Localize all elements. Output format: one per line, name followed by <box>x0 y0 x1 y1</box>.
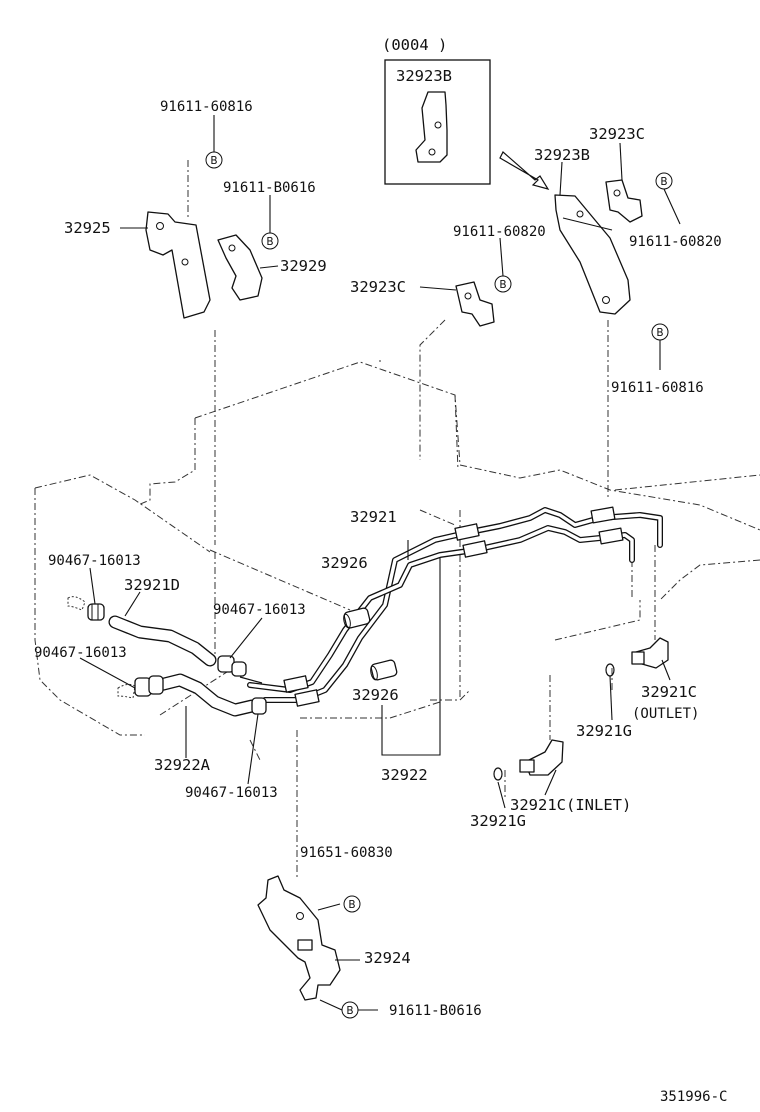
label-90467-16013-c: 90467-16013 <box>34 645 127 661</box>
clamp-32923C-left <box>455 281 495 327</box>
label-32923B-inset: 32923B <box>396 67 452 85</box>
label-32929: 32929 <box>280 257 327 275</box>
leader-lines <box>79 115 681 1011</box>
label-32922A: 32922A <box>154 756 211 774</box>
label-91611-60816-right: 91611-60816 <box>611 380 704 396</box>
label-32921C-outlet: 32921C <box>641 683 697 701</box>
label-outlet: (OUTLET) <box>632 706 699 722</box>
part-labels: 91611-60816 91611-B0616 32925 32929 3292… <box>34 99 727 1105</box>
label-32925: 32925 <box>64 219 111 237</box>
svg-text:B: B <box>656 327 663 339</box>
inset-arrow <box>499 151 550 190</box>
bolt-badge-icon: B <box>205 151 223 169</box>
label-32922: 32922 <box>381 766 428 784</box>
bracket-32925 <box>145 211 211 319</box>
svg-text:B: B <box>499 279 506 291</box>
label-91651-60830: 91651-60830 <box>300 845 393 861</box>
reference-lines <box>159 160 656 880</box>
clamp-32929 <box>217 234 263 301</box>
label-32921C-inlet: 32921C(INLET) <box>510 796 631 814</box>
label-90467-16013-d: 90467-16013 <box>185 785 278 801</box>
bolt-badge-icon: B <box>655 172 673 190</box>
inset-date-code: (0004 ) <box>382 36 447 54</box>
label-91611-B0616-top: 91611-B0616 <box>223 180 316 196</box>
bracket-32924 <box>257 875 341 1001</box>
label-32926-b: 32926 <box>352 686 399 704</box>
bracket-32923B <box>554 194 631 315</box>
inset-box: (0004 ) 32923B <box>382 36 491 185</box>
label-32921G-a: 32921G <box>576 722 632 740</box>
label-91611-60820-right: 91611-60820 <box>629 234 722 250</box>
label-32923B: 32923B <box>534 146 590 164</box>
sleeve-32926-b <box>370 659 398 681</box>
bolt-badge-icon: B <box>343 895 361 913</box>
bracket-32923B-inset <box>415 91 448 163</box>
hose-32922A <box>153 673 259 717</box>
bolt-badge-icon: B <box>341 1001 359 1019</box>
label-32921G-b: 32921G <box>470 812 526 830</box>
svg-text:B: B <box>266 236 273 248</box>
bolt-badge-icon: B <box>261 232 279 250</box>
svg-text:B: B <box>660 176 667 188</box>
label-32926-a: 32926 <box>321 554 368 572</box>
label-91611-60820-mid: 91611-60820 <box>453 224 546 240</box>
label-32923C-right: 32923C <box>589 125 645 143</box>
sleeve-32926-a <box>343 607 371 629</box>
bolt-badge-icon: B <box>494 275 512 293</box>
label-32924: 32924 <box>364 949 411 967</box>
gasket-32921G-b <box>493 767 503 781</box>
bolt-badges: B B B B B B B <box>205 151 673 1019</box>
footer-code: 351996-C <box>660 1089 727 1105</box>
svg-text:B: B <box>348 899 355 911</box>
gasket-32921G-a <box>605 663 615 677</box>
svg-text:B: B <box>210 155 217 167</box>
label-90467-16013-a: 90467-16013 <box>48 553 141 569</box>
hose-clamps <box>67 596 267 715</box>
svg-text:B: B <box>346 1005 353 1017</box>
label-90467-16013-b: 90467-16013 <box>213 602 306 618</box>
clamp-32923C-right <box>605 179 643 223</box>
bolt-badge-icon: B <box>651 323 669 341</box>
union-32921C-inlet <box>519 739 564 776</box>
label-32923C-left: 32923C <box>350 278 406 296</box>
union-32921C-outlet <box>631 637 669 669</box>
label-91611-60816-top: 91611-60816 <box>160 99 253 115</box>
label-91611-B0616-bottom: 91611-B0616 <box>389 1003 482 1019</box>
label-32921D: 32921D <box>124 576 180 594</box>
hose-32921D <box>108 615 217 667</box>
label-32921: 32921 <box>350 508 397 526</box>
fluid-pipes <box>247 506 663 707</box>
